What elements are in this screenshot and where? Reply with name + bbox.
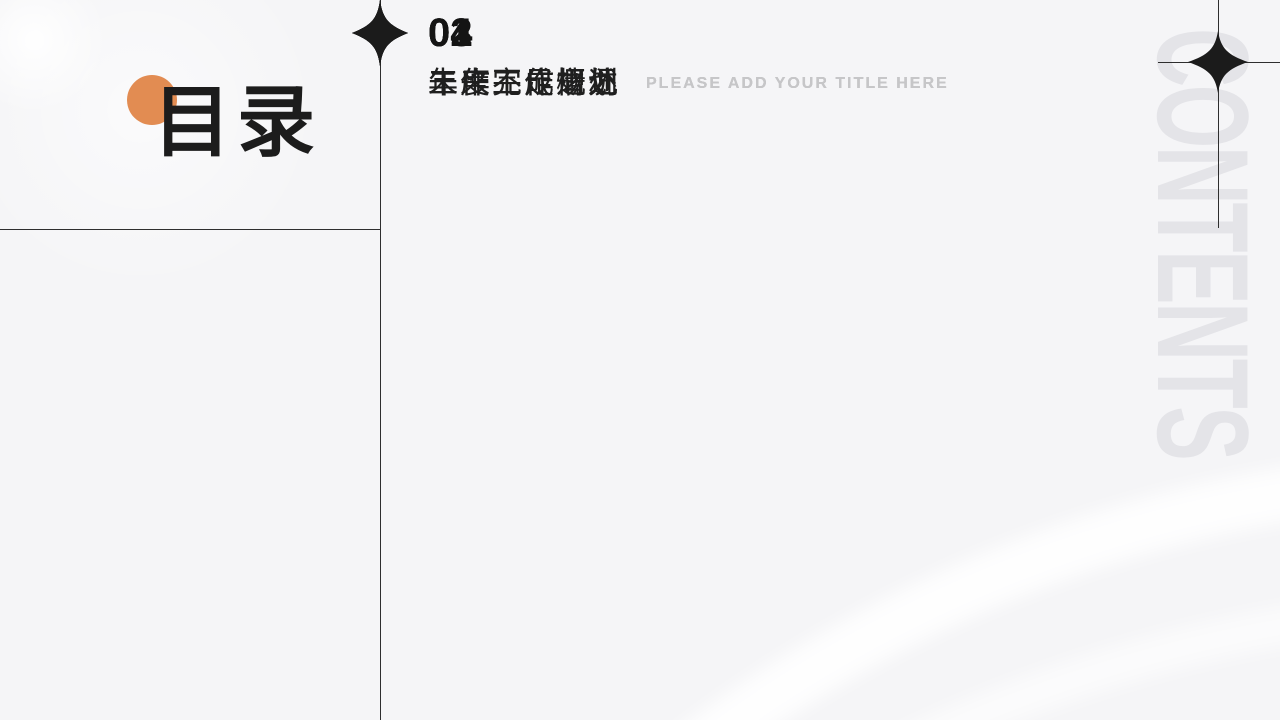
accent-circle <box>127 75 177 125</box>
toc-item-placeholder: PLEASE ADD YOUR TITLE HERE <box>646 75 949 92</box>
vertical-rule <box>380 0 381 720</box>
toc-item-placeholder: PLEASE ADD YOUR TITLE HERE <box>646 75 949 92</box>
toc-item-title: 工作不足之处 <box>428 67 620 100</box>
toc-item-1[interactable]: 01 年度工作概述 PLEASE ADD YOUR TITLE HERE <box>352 0 1052 112</box>
toc-item-number: 03 <box>428 11 473 55</box>
toc-item-placeholder: PLEASE ADD YOUR TITLE HERE <box>646 75 949 92</box>
toc-item-title: 年度工作概述 <box>428 67 620 100</box>
vertical-rule-right <box>1218 0 1219 228</box>
sparkle-icon <box>1188 31 1248 93</box>
toc-item-4[interactable]: 04 未来工作规划 PLEASE ADD YOUR TITLE HERE <box>352 0 1052 112</box>
toc-item-title: 工作完成情况 <box>428 67 620 100</box>
toc-item-number: 01 <box>428 11 473 55</box>
horizontal-rule <box>0 229 380 230</box>
toc-item-placeholder: PLEASE ADD YOUR TITLE HERE <box>646 75 949 92</box>
toc-item-number: 04 <box>428 11 473 55</box>
sparkle-icon <box>352 0 408 66</box>
page-title: 目录 <box>153 79 322 166</box>
toc-item-2[interactable]: 02 工作完成情况 PLEASE ADD YOUR TITLE HERE <box>352 0 1052 112</box>
toc-item-title: 未来工作规划 <box>428 67 620 100</box>
toc-item-number: 02 <box>428 11 473 55</box>
contents-watermark: CONTENTS <box>1130 28 1276 459</box>
